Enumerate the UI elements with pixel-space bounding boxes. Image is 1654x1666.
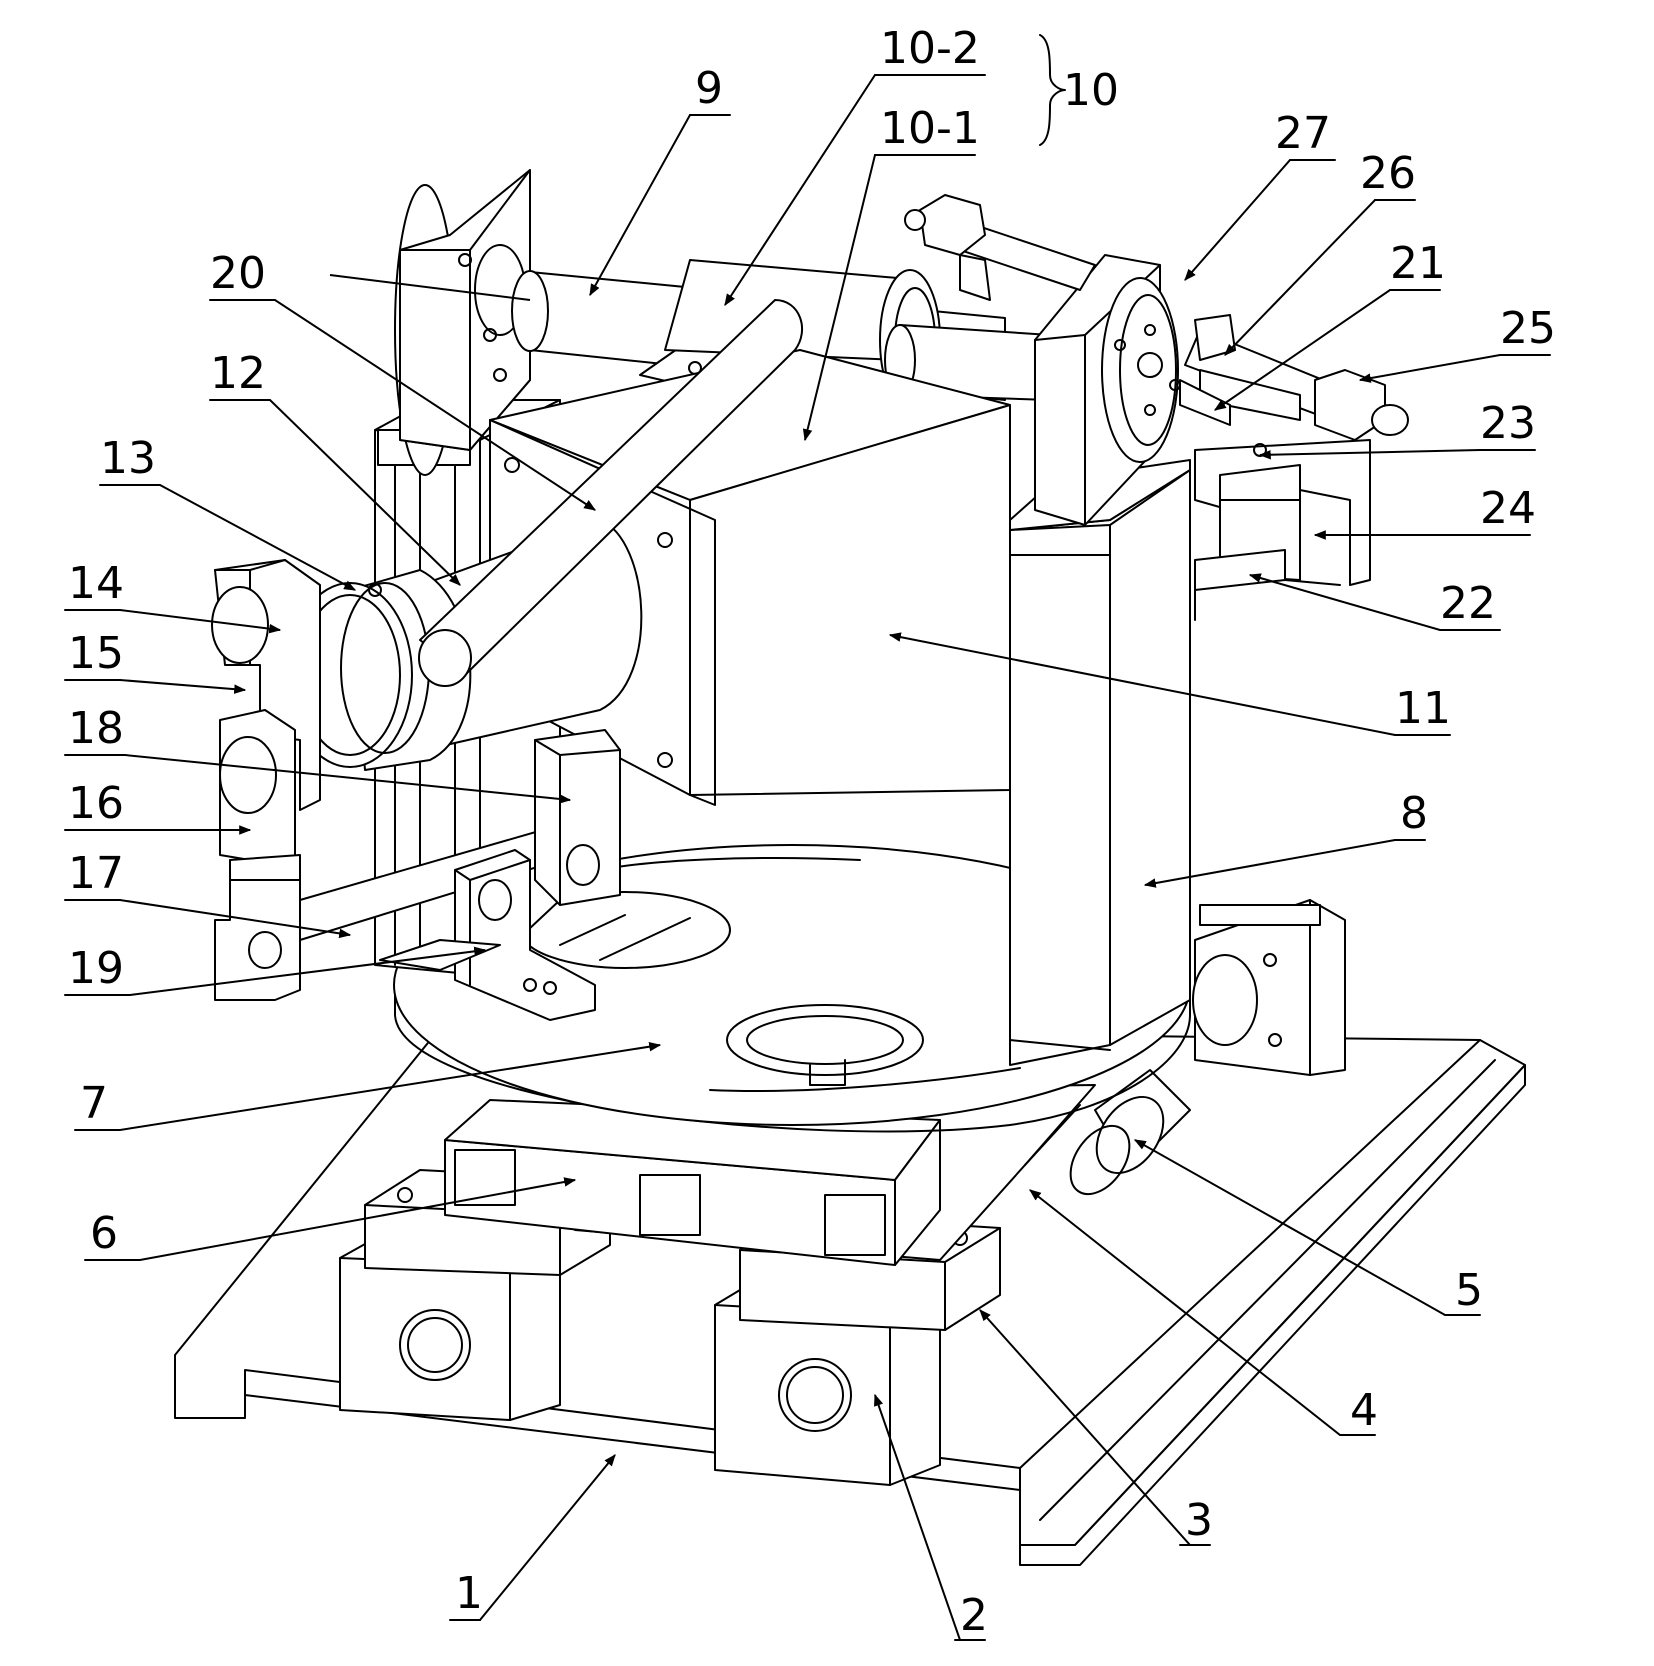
label-4: 4 [1350, 1385, 1378, 1436]
label-11: 11 [1395, 683, 1451, 734]
left-bearing-plate [394, 169, 531, 476]
label-7: 7 [80, 1078, 108, 1129]
right-top-bracket [1034, 254, 1181, 526]
foot-block-left [339, 1229, 561, 1421]
label-9: 9 [695, 63, 723, 114]
label-1: 1 [455, 1568, 483, 1619]
diagonal-rod [418, 299, 804, 687]
callout-labels: 1 2 3 4 5 6 7 8 9 10 10-1 10-2 11 12 13 … [68, 23, 1556, 1641]
label-22: 22 [1440, 578, 1496, 629]
bracket-19 [454, 849, 596, 1021]
label-13: 13 [100, 433, 156, 484]
label-6: 6 [90, 1208, 118, 1259]
right-motor-bracket [1192, 899, 1346, 1076]
label-23: 23 [1480, 398, 1536, 449]
label-27: 27 [1275, 108, 1331, 159]
label-12: 12 [210, 348, 266, 399]
label-2: 2 [960, 1590, 988, 1641]
clamp-assembly [211, 559, 561, 1001]
label-24: 24 [1480, 483, 1536, 534]
label-16: 16 [68, 778, 124, 829]
label-17: 17 [68, 848, 124, 899]
column-right [1009, 459, 1191, 1066]
label-21: 21 [1390, 238, 1446, 289]
label-underlines [64, 74, 1551, 1641]
label-8: 8 [1400, 788, 1428, 839]
label-18: 18 [68, 703, 124, 754]
label-10-2: 10-2 [880, 23, 980, 74]
label-20: 20 [210, 248, 266, 299]
threaded-rod-top [904, 194, 1096, 301]
label-15: 15 [68, 628, 124, 679]
label-3: 3 [1185, 1495, 1213, 1546]
label-10: 10 [1063, 65, 1119, 116]
label-5: 5 [1455, 1265, 1483, 1316]
label-25: 25 [1500, 303, 1556, 354]
label-19: 19 [68, 943, 124, 994]
right-slider-assembly [1179, 369, 1371, 621]
label-10-1: 10-1 [880, 103, 980, 154]
label-14: 14 [68, 558, 124, 609]
bracket-18 [534, 729, 621, 906]
label-26: 26 [1360, 148, 1416, 199]
